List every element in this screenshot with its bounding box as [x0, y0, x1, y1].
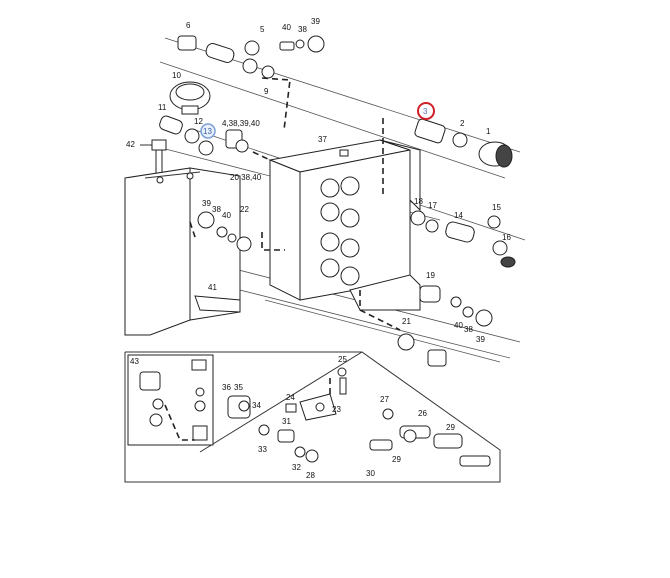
label-part-29-lower: 29: [392, 455, 401, 464]
label-part-9: 9: [264, 87, 269, 96]
label-part-36: 36: [222, 383, 231, 392]
left-fitting-chain: [197, 211, 252, 252]
label-part-21: 21: [402, 317, 411, 326]
label-part-24: 24: [286, 393, 295, 402]
label-part-32: 32: [292, 463, 301, 472]
label-part-4-38-39-40: 4,38,39,40: [222, 119, 260, 128]
label-part-10: 10: [172, 71, 181, 80]
label-part-43: 43: [130, 357, 139, 366]
label-part-17: 17: [428, 201, 437, 210]
dashed-connectors: [189, 77, 401, 331]
bracket-part-41: [124, 167, 241, 336]
label-part-34: 34: [252, 401, 261, 410]
label-part-16: 16: [502, 233, 511, 242]
label-part-11: 11: [158, 103, 167, 112]
fittings-11-12-13: [159, 115, 214, 156]
label-part-40: 40: [282, 23, 291, 32]
label-part-31: 31: [282, 417, 291, 426]
right-fitting-chain-3-2-1: [414, 118, 513, 168]
right-fitting-chain-14-to-18: [410, 210, 516, 268]
label-part-37: 37: [318, 135, 327, 144]
hotspot-label-13: 13: [203, 127, 212, 136]
label-part-25: 25: [338, 355, 347, 364]
hotspot-part-3-selected[interactable]: 3: [417, 102, 435, 120]
label-part-27: 27: [380, 395, 389, 404]
inset-detail-box: [124, 351, 501, 483]
valve-block-part-37: [268, 139, 421, 311]
label-part-28: 28: [306, 471, 315, 480]
label-part-40-left: 40: [222, 211, 231, 220]
lower-right-fitting-chain: [397, 285, 493, 367]
label-part-38-right: 38: [464, 325, 473, 334]
label-part-42: 42: [126, 140, 135, 149]
bolt-part-42: [140, 139, 167, 181]
label-part-20-38-40: 20,38,40: [230, 173, 262, 182]
label-part-39-right: 39: [476, 335, 485, 344]
label-part-22: 22: [240, 205, 249, 214]
label-part-1: 1: [486, 127, 491, 136]
fitting-group-4-38-39-40: [225, 129, 249, 153]
hotspot-part-13[interactable]: 13: [200, 123, 216, 139]
label-part-38-left: 38: [212, 205, 221, 214]
label-part-15: 15: [492, 203, 501, 212]
label-part-2: 2: [460, 119, 465, 128]
label-part-26: 26: [418, 409, 427, 418]
top-fitting-chain: [177, 35, 325, 79]
label-part-39: 39: [311, 17, 320, 26]
part-labels: 6 40 38 39 10 5 9 11 12 4,38,39,40 42 37…: [126, 17, 511, 480]
hotspot-label-3: 3: [423, 107, 428, 116]
label-part-23: 23: [332, 405, 341, 414]
label-part-18: 18: [414, 197, 423, 206]
label-part-35: 35: [234, 383, 243, 392]
label-part-14: 14: [454, 211, 463, 220]
label-part-39-left: 39: [202, 199, 211, 208]
label-part-38: 38: [298, 25, 307, 34]
label-part-40-right: 40: [454, 321, 463, 330]
label-part-19: 19: [426, 271, 435, 280]
label-part-12: 12: [194, 117, 203, 126]
pressure-switch-part-10: [169, 81, 211, 115]
label-part-30: 30: [366, 469, 375, 478]
label-part-5: 5: [260, 25, 265, 34]
label-part-33: 33: [258, 445, 267, 454]
label-part-41: 41: [208, 283, 217, 292]
label-part-6: 6: [186, 21, 191, 30]
label-part-29: 29: [446, 423, 455, 432]
